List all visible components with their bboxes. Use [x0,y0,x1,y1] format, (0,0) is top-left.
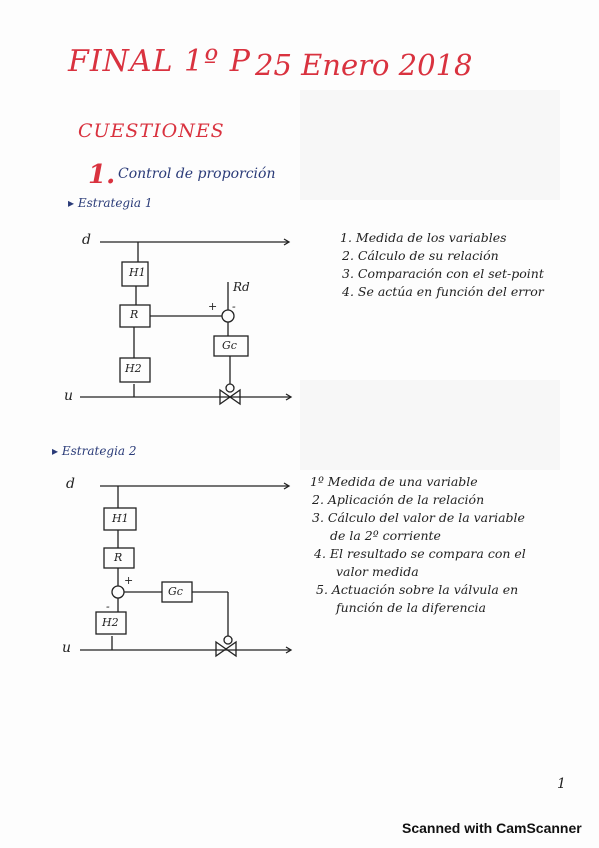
d-arrow [283,238,291,246]
s1-step-4: 4. Se actúa en función del error [342,284,544,299]
block-gc-s1 [213,335,249,357]
s2-minus-sign: - [106,600,110,613]
s1-h2-label: H2 [125,362,142,375]
bullet-arrow-icon: ▸ [68,196,75,210]
s2-plus-sign: + [124,574,134,587]
s2-step-4: 4. El resultado se compara con el [314,546,526,561]
s2-h2-label: H2 [102,616,119,629]
valve-s2 [215,640,237,658]
s2-r-label: R [114,551,123,564]
show-through-shade [300,380,560,470]
valve-s1 [219,388,241,406]
strategy-1-label: ▸ Estrategia 1 [68,196,153,210]
show-through-shade [300,90,560,200]
title-date: 25 Enero 2018 [255,48,473,82]
bullet-arrow-icon: ▸ [52,444,59,458]
s1-step-2: 2. Cálculo de su relación [342,248,499,263]
s1-step-1: 1. Medida de los variables [340,230,507,245]
block-h2-s1 [119,357,151,383]
question-number: 1. [88,160,116,190]
summing-junction-s2 [111,585,125,599]
s2-h1-label: H1 [112,512,129,525]
strategy-1-text: Estrategia 1 [77,196,153,210]
strategy-2-label: ▸ Estrategia 2 [52,444,137,458]
block-h1-s2 [103,507,137,531]
page-number: 1 [557,776,566,792]
section-heading: CUESTIONES [78,120,225,142]
s2-step-1: 1º Medida de una variable [310,474,478,489]
s2-input-d: d [66,476,75,492]
camscanner-watermark: Scanned with CamScanner [402,820,582,836]
s1-plus-sign: + [208,300,218,313]
question-title: Control de proporción [118,166,276,182]
s2-input-u: u [62,640,72,656]
block-r-s2 [103,547,135,569]
title-final: FINAL 1º P [68,44,251,79]
s1-setpoint-label: Rd [233,280,250,294]
s2-gc-label: Gc [168,585,183,598]
block-h1-s1 [121,261,149,287]
s1-input-u: u [64,388,74,404]
s2-step-5: 5. Actuación sobre la válvula en [316,582,519,597]
s2-step-3b: de la 2º corriente [330,528,441,543]
s2-step-2: 2. Aplicación de la relación [312,492,485,507]
s1-gc-label: Gc [222,339,237,352]
s1-r-label: R [130,308,139,321]
s2-step-3: 3. Cálculo del valor de la variable [312,510,525,525]
s1-input-d: d [82,232,91,248]
s2-step-5b: función de la diferencia [336,600,486,615]
s1-h1-label: H1 [129,266,146,279]
block-h2-s2 [95,611,127,635]
s1-step-3: 3. Comparación con el set-point [342,266,544,281]
s2-step-4b: valor medida [336,564,419,579]
s1-minus-sign: - [232,300,236,313]
strategy-2-text: Estrategia 2 [61,444,137,458]
